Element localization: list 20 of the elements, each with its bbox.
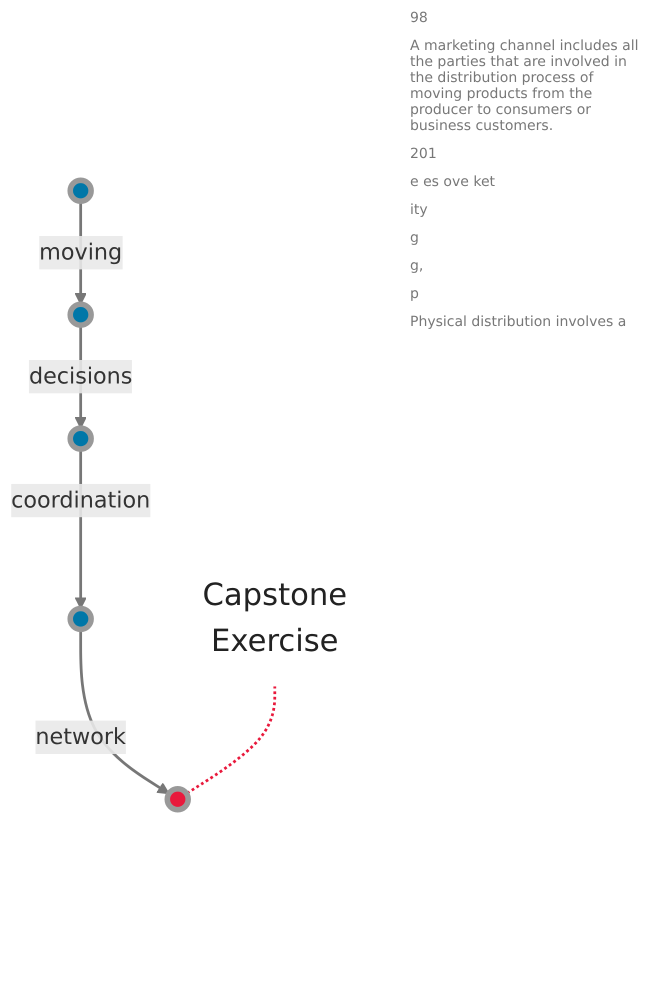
note-text: 98 <box>410 10 429 26</box>
note-text: A marketing channel includes all the parties that are involved in the distribution process of moving products from the producer to consumers or business customers. <box>410 38 640 134</box>
note-text: g <box>410 230 420 246</box>
note-text: g, <box>410 258 424 274</box>
note-text: p <box>410 286 420 302</box>
edge-label: decisions <box>28 362 132 390</box>
note-text: ity <box>410 202 429 218</box>
edge-label: coordination <box>11 486 150 514</box>
edge-label: moving <box>39 238 122 266</box>
node-circle <box>67 425 94 452</box>
node-text: Capstone Exercise <box>202 578 348 660</box>
node-circle <box>67 301 94 328</box>
edge-label: network <box>35 723 126 750</box>
note-text: e es ove ket <box>410 174 496 190</box>
node-circle <box>67 178 94 204</box>
note-text: 201 <box>410 146 438 162</box>
node-circle <box>164 786 191 812</box>
note-text: Physical distribution involves a <box>410 314 628 330</box>
node-circle <box>67 606 94 632</box>
connector <box>186 686 276 795</box>
